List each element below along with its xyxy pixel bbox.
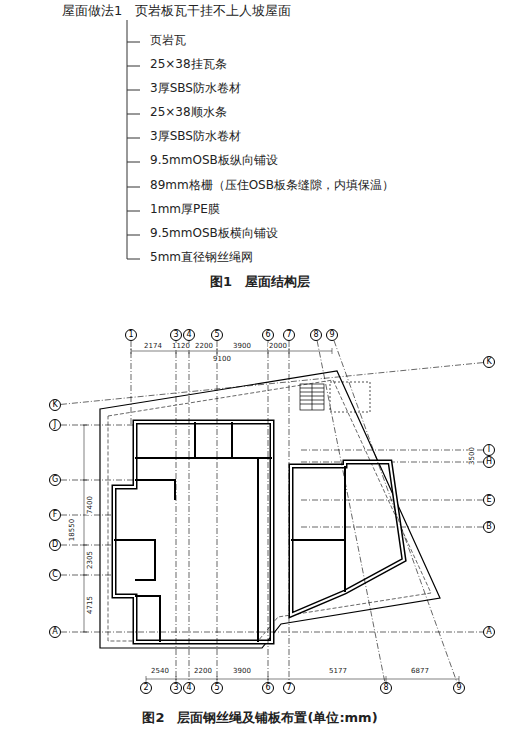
layer-note: 9.5mmOSB板纵向铺设 [150,154,278,168]
axis-number: 7 [286,331,291,339]
axis-number: 6 [265,331,270,339]
axis-bubble: 9 [326,329,338,341]
axis-number: B [486,523,492,531]
axis-number: 4 [186,331,191,339]
grid-axis-line [317,341,385,682]
axis-bubble: 1 [125,329,137,341]
layer-note: 25×38顺水条 [150,106,227,120]
axis-bubble: 3 [170,329,182,341]
axis-bubble: F [49,509,61,521]
axis-number: 8 [383,684,388,692]
axis-bubble: E [483,494,495,506]
dimension-text: 2200 [194,343,214,350]
layer-note: 3厚SBS防水卷材 [150,82,241,96]
dimension-text: 9100 [212,356,232,363]
axis-bubble: G [49,474,61,486]
dimension-text: 18550 [69,518,76,542]
axis-bubble: 5 [211,329,223,341]
dimension-text: 2174 [143,343,163,350]
axis-number: 5 [214,684,219,692]
layer-note: 5mm直径钢丝绳网 [150,251,253,265]
axis-number: A [486,628,491,636]
axis-bubble: H [483,456,495,468]
axis-number: F [53,511,58,519]
axis-number: A [52,628,57,636]
grid-axis-line [189,341,190,682]
axis-bubble: 2 [140,682,152,694]
axis-bubble: J [49,419,61,431]
dimension-text: 1120 [171,343,191,350]
axis-number: G [52,476,58,484]
axis-number: H [486,458,492,466]
axis-number: 4 [186,684,191,692]
dimension-text: 2200 [193,668,213,675]
dimension-text: 5177 [328,668,348,675]
axis-number: K [486,358,491,366]
axis-number: 2 [143,684,148,692]
axis-number: I [488,446,490,454]
axis-bubble: 4 [183,329,195,341]
axis-bubble: A [49,626,61,638]
axis-bubble: 6 [262,682,274,694]
axis-number: J [54,421,56,429]
figure-caption: 图1 屋面结构层 [210,275,310,290]
axis-number: 6 [265,684,270,692]
layer-note: 89mm格栅（压住OSB板条缝隙，内填保温） [150,179,394,193]
axis-bubble: 5 [211,682,223,694]
axis-number: 8 [313,331,318,339]
dimension-text: 2540 [150,668,170,675]
dimension-text: 4715 [87,595,94,615]
layer-note: 9.5mmOSB板横向铺设 [150,227,278,241]
grid-axis-line [61,363,483,405]
axis-number: C [52,571,58,579]
axis-bubble: B [483,521,495,533]
axis-number: E [486,496,491,504]
axis-number: 5 [214,331,219,339]
axis-bubble: 7 [283,329,295,341]
axis-bubble: D [49,539,61,551]
axis-bubble: K [483,356,495,368]
layer-note: 页岩瓦 [150,34,186,48]
axis-bubble: K [49,399,61,411]
axis-bubble: C [49,569,61,581]
dimension-text: 7400 [87,495,94,515]
axis-bubble: A [483,626,495,638]
dimension-text: 3900 [232,343,252,350]
grid-axis-line [61,632,483,633]
dimension-text: 2000 [268,343,288,350]
axis-bubble: 9 [453,682,465,694]
grid-axis-line [289,341,290,682]
layer-note: 3厚SBS防水卷材 [150,130,241,144]
axis-bubble: 7 [283,682,295,694]
axis-bubble: 4 [183,682,195,694]
layer-note: 1mm厚PE膜 [150,203,220,217]
grid-axis-line [334,341,457,683]
axis-bubble: 6 [262,329,274,341]
axis-number: K [52,401,57,409]
axis-number: 1 [128,331,133,339]
axis-number: 3 [173,331,178,339]
axis-number: 9 [329,331,334,339]
dimension-text: 2305 [87,550,94,570]
layer-note: 屋面做法1 页岩板瓦干挂不上人坡屋面 [62,4,291,19]
axis-number: 9 [456,684,461,692]
grid-axis-line [268,341,269,682]
grid-axis-line [217,341,218,682]
axis-number: D [52,541,58,549]
dimension-text: 6877 [410,668,430,675]
axis-bubble: 3 [170,682,182,694]
dimension-text: 3900 [232,668,252,675]
dimension-text: 3500 [469,446,476,466]
figure-caption: 图2 层面钢丝绳及铺板布置(单位:mm) [142,711,377,726]
layer-note: 25×38挂瓦条 [150,58,227,72]
axis-number: 7 [286,684,291,692]
grid-axis-line [176,341,177,682]
axis-bubble: 8 [310,329,322,341]
axis-bubble: 8 [380,682,392,694]
axis-bubble: I [483,444,495,456]
axis-number: 3 [173,684,178,692]
